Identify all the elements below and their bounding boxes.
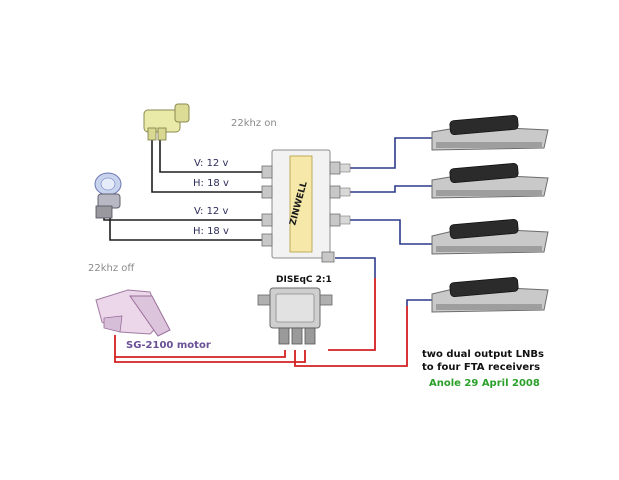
diseqc-switch-icon xyxy=(257,287,333,345)
port-out-1 xyxy=(329,161,341,175)
yellow-twin-lnb-icon xyxy=(143,103,190,141)
cable-motor-b xyxy=(115,350,286,358)
multiswitch-input-ports xyxy=(261,165,273,247)
receiver-3 xyxy=(431,218,549,255)
label-22khz-on: 22khz on xyxy=(231,118,277,129)
port-in-2 xyxy=(261,185,273,199)
cable-receiver-3 xyxy=(350,219,432,245)
port-out-2 xyxy=(329,185,341,199)
label-lnb1-vertical: V: 12 v xyxy=(194,158,229,169)
cable-diseqc-in xyxy=(328,278,376,351)
receiver-2 xyxy=(431,162,549,199)
label-lnb2-horizontal: H: 18 v xyxy=(193,226,229,237)
cable-switch-to-diseqc xyxy=(335,257,376,278)
label-22khz-off: 22khz off xyxy=(88,263,135,274)
cable-receiver-2 xyxy=(350,185,432,193)
remote-control-icon xyxy=(449,218,519,240)
cable-lnb1-v xyxy=(159,140,262,173)
receiver-1 xyxy=(431,114,549,151)
remote-control-icon xyxy=(449,114,519,136)
remote-control-icon xyxy=(449,162,519,184)
motor-cables xyxy=(114,278,408,367)
credit-line: Anole 29 April 2008 xyxy=(429,378,540,389)
label-lnb1-horizontal: H: 18 v xyxy=(193,178,229,189)
cable-receiver-4 xyxy=(406,299,432,306)
blue-twin-lnb-icon xyxy=(94,172,122,219)
cable-lnb1-h xyxy=(151,140,262,193)
label-motor: SG-2100 motor xyxy=(126,340,211,351)
port-in-4 xyxy=(261,233,273,247)
lnb-cables xyxy=(103,140,262,241)
caption-line-1: two dual output LNBs xyxy=(422,349,544,360)
cable-motor-to-diseqc xyxy=(114,335,306,363)
receiver-4 xyxy=(431,276,549,313)
sg2100-motor-icon xyxy=(95,289,171,337)
cable-diseqc-to-receiver4 xyxy=(294,306,408,367)
caption-line-2: to four FTA receivers xyxy=(422,362,541,373)
port-out-3 xyxy=(329,213,341,227)
cable-lnb2-h xyxy=(109,215,262,241)
label-lnb2-vertical: V: 12 v xyxy=(194,206,229,217)
cable-lnb2-v xyxy=(103,200,262,221)
multiswitch-icon: ZINWELL xyxy=(261,149,351,263)
receiver-cables xyxy=(335,137,432,306)
remote-control-icon xyxy=(449,276,519,298)
label-diseqc: DISEqC 2:1 xyxy=(276,275,332,285)
cable-receiver-1 xyxy=(350,137,432,169)
port-in-1 xyxy=(261,165,273,179)
port-in-3 xyxy=(261,213,273,227)
port-out-4 xyxy=(321,251,335,263)
